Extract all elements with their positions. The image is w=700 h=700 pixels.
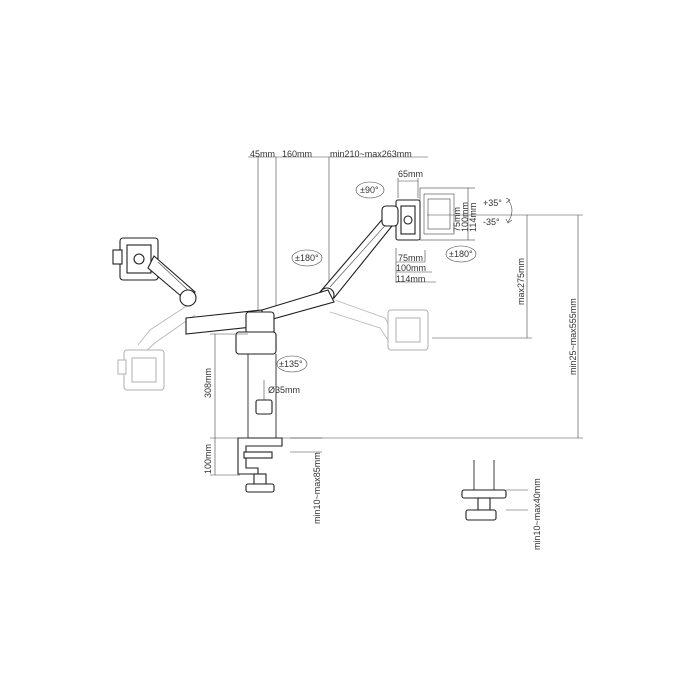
tilt-arrow-icon xyxy=(505,197,513,224)
dim-45mm: 45mm xyxy=(250,149,275,159)
dim-arm-range: min210~max263mm xyxy=(330,149,412,159)
left-vertical-dims xyxy=(210,333,248,476)
max275-label: max275mm xyxy=(516,258,526,305)
pole-diameter-label: Ø35mm xyxy=(268,385,300,395)
dim-160mm: 160mm xyxy=(282,149,312,159)
vesa-75-vertical: 75mm xyxy=(452,207,462,232)
rot-180-right-label: ±180° xyxy=(449,249,473,259)
label-45mm: 45mm xyxy=(250,149,275,159)
tilt-minus-35: -35° xyxy=(483,217,500,227)
grommet-desk-range-label: min10~max40mm xyxy=(532,478,542,550)
vesa-75-horizontal: 75mm xyxy=(398,253,423,263)
dim-65mm: 65mm xyxy=(398,169,423,179)
clamp-desk-dims xyxy=(290,437,322,453)
rotate-180-right-badge xyxy=(445,245,477,263)
vesa-114-vertical: 114mm xyxy=(468,203,478,232)
vesa-pattern-outline xyxy=(395,187,475,283)
grommet-mount xyxy=(461,460,528,521)
rotate-90-badge xyxy=(355,181,385,199)
right-monitor-plate xyxy=(395,199,421,241)
left-monitor-plate xyxy=(112,237,159,281)
rotate-180-left-badge xyxy=(291,249,323,267)
horizontal-arms xyxy=(185,289,335,355)
vesa-100-vertical: 100mm xyxy=(460,202,470,232)
clamp-desk-range-label: min10~max85mm xyxy=(312,452,322,524)
right-height-dims xyxy=(282,214,583,439)
rotate-135-badge xyxy=(276,355,308,373)
rot-90-label: ±90° xyxy=(360,185,379,195)
tilt-plus-35: +35° xyxy=(483,198,502,208)
clamp-100-label: 100mm xyxy=(203,444,213,474)
range-height-label: min25~max555mm xyxy=(568,298,578,375)
vesa-114-horizontal: 114mm xyxy=(396,274,425,284)
top-dimension-lines xyxy=(248,156,428,318)
left-gas-arm xyxy=(147,255,197,307)
pole xyxy=(247,354,277,438)
c-clamp xyxy=(237,437,283,493)
rot-135-label: ±135° xyxy=(279,359,303,369)
ghost-right-lowered xyxy=(329,299,429,351)
pole-308-label: 308mm xyxy=(203,368,213,398)
vesa-100-horizontal: 100mm xyxy=(396,263,426,273)
rot-180-left-label: ±180° xyxy=(295,253,319,263)
ghost-left-lowered xyxy=(117,304,196,391)
right-gas-arm xyxy=(319,205,399,303)
